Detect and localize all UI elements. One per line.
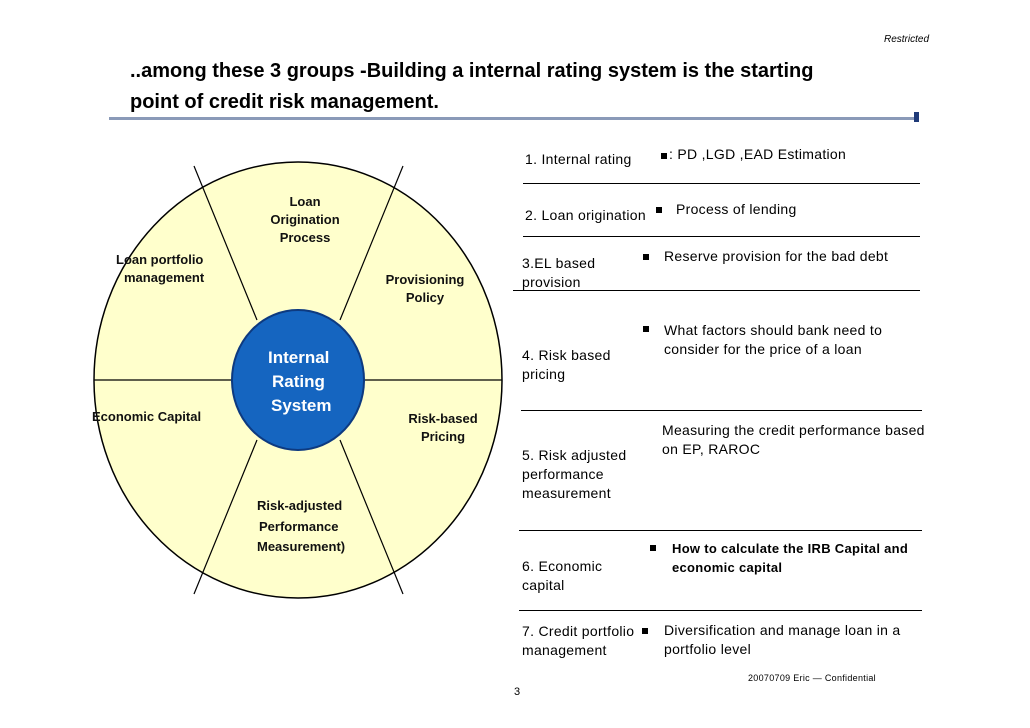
page-number: 3 <box>514 686 521 698</box>
bullet-icon <box>650 545 656 551</box>
step-description-line: : PD ,LGD ,EAD Estimation <box>669 146 847 162</box>
step-label-line: 6. Economic <box>522 558 603 574</box>
step-label: 4. Risk based pricing <box>522 346 611 384</box>
footer-confidential: 20070709 Eric — Confidential <box>748 673 876 683</box>
title-underline <box>109 117 915 120</box>
step-description: Diversification and manage loan in a port… <box>664 621 901 659</box>
segment-line: Measurement) <box>257 539 346 554</box>
center-line-3: System <box>271 396 332 415</box>
step-label-line: management <box>522 642 607 658</box>
segment-line: Risk-based <box>408 411 478 426</box>
segment-line: Economic Capital <box>92 409 202 424</box>
step-description-line: Measuring the credit performance based <box>662 422 925 438</box>
step-description-line: on EP, RAROC <box>662 441 761 457</box>
segment-provisioning-policy: Provisioning Policy <box>375 271 475 307</box>
step-description: Process of lending <box>676 200 797 219</box>
step-description-line: What factors should bank need to <box>664 322 883 338</box>
step-divider <box>513 290 920 291</box>
segment-line: Provisioning <box>385 272 465 287</box>
step-divider <box>523 183 920 184</box>
center-line-2: Rating <box>272 372 325 391</box>
step-description: How to calculate the IRB Capital and econ… <box>672 539 908 577</box>
step-description-line: Diversification and manage loan in a <box>664 622 901 638</box>
step-label-line: performance <box>522 466 604 482</box>
title-line-2: point of credit risk management. <box>130 91 439 113</box>
bullet-icon <box>656 207 662 213</box>
step-description-line: portfolio level <box>664 641 751 657</box>
segment-line: Performance <box>259 518 339 534</box>
step-divider <box>521 410 922 411</box>
segment-line: Loan portfolio <box>116 252 204 267</box>
step-description: Measuring the credit performance based on… <box>662 421 925 459</box>
step-label-line: 3.EL based <box>522 255 596 271</box>
wheel-center-circle <box>231 309 365 451</box>
bullet-icon <box>661 153 667 159</box>
center-internal-rating-system: Internal Rating System <box>268 346 331 418</box>
spoke-top-right <box>339 165 404 321</box>
segment-line: Risk-adjusted <box>257 498 343 513</box>
step-label-line: capital <box>522 577 565 593</box>
step-label-line: pricing <box>522 366 566 382</box>
step-label: 6. Economic capital <box>522 557 602 595</box>
segment-loan-origination: Loan Origination Process <box>255 193 355 247</box>
restricted-label: Restricted <box>884 34 930 45</box>
step-label-line: 5. Risk adjusted <box>522 447 627 463</box>
segment-line: Loan <box>289 194 321 209</box>
spoke-bottom-right <box>339 439 404 595</box>
segment-risk-adjusted-performance: Risk-adjusted Performance Measurement) <box>257 496 367 558</box>
spoke-bottom-left <box>193 439 258 595</box>
step-description-line: economic capital <box>672 560 783 575</box>
step-description: : PD ,LGD ,EAD Estimation <box>669 145 846 164</box>
step-description-line: consider for the price of a loan <box>664 341 862 357</box>
step-label-line: 2. Loan origination <box>525 207 646 223</box>
segment-economic-capital: Economic Capital <box>92 408 232 426</box>
step-divider <box>519 530 922 531</box>
segment-line: Pricing <box>420 429 466 444</box>
segment-line: management <box>124 270 205 285</box>
step-description: Reserve provision for the bad debt <box>664 247 888 266</box>
step-description-line: Reserve provision for the bad debt <box>664 248 889 264</box>
bullet-icon <box>643 326 649 332</box>
step-label-line: measurement <box>522 485 611 501</box>
step-label: 2. Loan origination <box>525 206 646 225</box>
segment-risk-based-pricing: Risk-based Pricing <box>393 410 493 446</box>
segment-line: Process <box>279 230 331 245</box>
bullet-icon <box>642 628 648 634</box>
step-label-line: 7. Credit portfolio <box>522 623 635 639</box>
step-description-line: Process of lending <box>676 201 797 217</box>
step-label: 1. Internal rating <box>525 150 632 169</box>
spoke-top-left <box>193 165 258 321</box>
segment-line: Origination <box>270 212 340 227</box>
step-divider <box>523 236 920 237</box>
slide-title: ..among these 3 groups -Building a inter… <box>130 56 930 118</box>
step-label: 3.EL based provision <box>522 254 595 292</box>
step-label: 5. Risk adjusted performance measurement <box>522 446 626 503</box>
step-label-line: 1. Internal rating <box>525 151 632 167</box>
segment-loan-portfolio: Loan portfolio management <box>116 251 236 287</box>
title-line-1: ..among these 3 groups -Building a inter… <box>130 60 814 82</box>
step-description: What factors should bank need to consider… <box>664 321 882 359</box>
step-label-line: 4. Risk based <box>522 347 611 363</box>
bullet-icon <box>643 254 649 260</box>
center-line-1: Internal <box>268 348 330 367</box>
segment-line: Policy <box>405 290 445 305</box>
title-underline-end <box>914 112 919 122</box>
step-divider <box>519 610 922 611</box>
step-label-line: provision <box>522 274 581 290</box>
step-description-line: How to calculate the IRB Capital and <box>672 541 909 556</box>
step-label: 7. Credit portfolio management <box>522 622 634 660</box>
